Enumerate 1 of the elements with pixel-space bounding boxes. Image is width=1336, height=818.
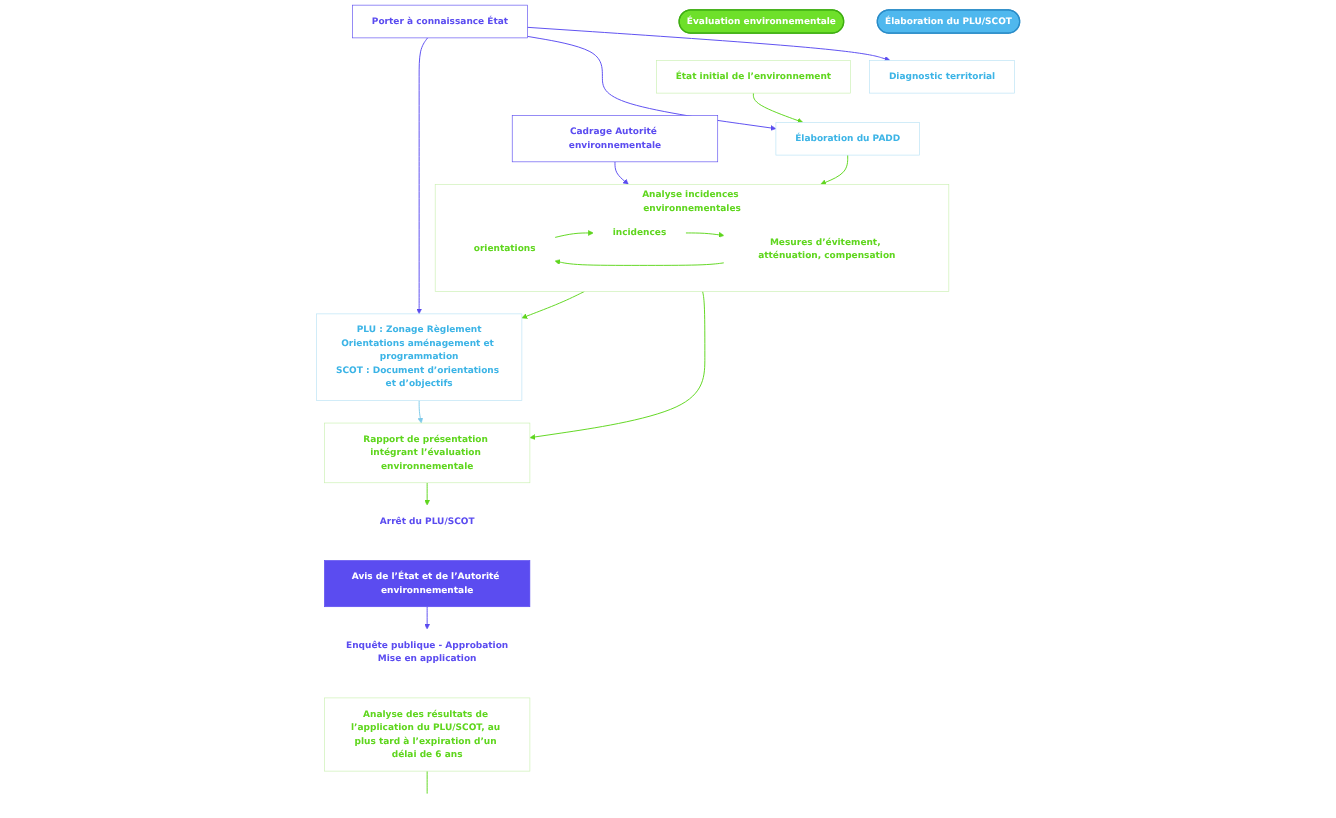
connector xyxy=(426,770,428,795)
